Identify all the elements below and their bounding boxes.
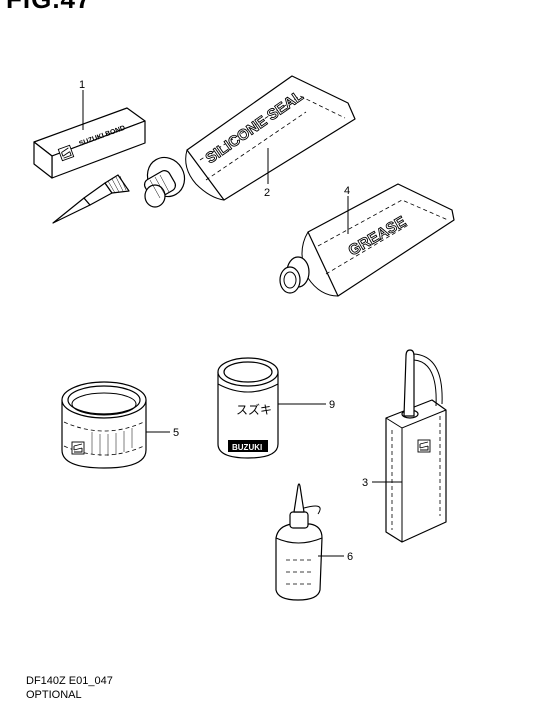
part-9-brand-label: BUZUKI	[232, 443, 262, 452]
part-6-oiler[interactable]	[275, 483, 323, 601]
part-2-silicone-seal[interactable]: SILICONE SEAL	[140, 75, 356, 208]
callout-3-number: 3	[362, 477, 368, 489]
callout-9: 9	[278, 399, 335, 411]
suzuki-logo-icon	[71, 441, 85, 455]
callout-1: 1	[79, 79, 85, 130]
section-name: OPTIONAL	[26, 689, 82, 701]
part-5-can[interactable]	[61, 381, 147, 469]
callout-1-number: 1	[79, 79, 85, 91]
figure-title: FIG.47	[6, 0, 91, 15]
callout-6-number: 6	[347, 551, 353, 563]
callout-6: 6	[318, 551, 353, 563]
footer: DF140Z E01_047 OPTIONAL	[26, 674, 113, 702]
suzuki-logo-icon	[417, 439, 431, 453]
callout-2-number: 2	[264, 187, 270, 199]
callout-4-number: 4	[344, 185, 350, 197]
callout-2: 2	[264, 148, 270, 199]
part-1-bond-kit[interactable]: SUZUKI BOND	[33, 107, 146, 224]
part-3-oil-can[interactable]	[385, 349, 447, 543]
part-9-paint-can[interactable]: スズキ BUZUKI	[217, 357, 279, 459]
part-9-jp-label: スズキ	[236, 402, 272, 417]
model-code: DF140Z E01_047	[26, 675, 113, 687]
callout-5: 5	[146, 427, 179, 439]
callout-9-number: 9	[329, 399, 335, 411]
part-4-grease[interactable]: GREASE	[279, 183, 455, 297]
callout-4: 4	[344, 185, 350, 234]
callout-3: 3	[362, 477, 402, 489]
callout-5-number: 5	[173, 427, 179, 439]
